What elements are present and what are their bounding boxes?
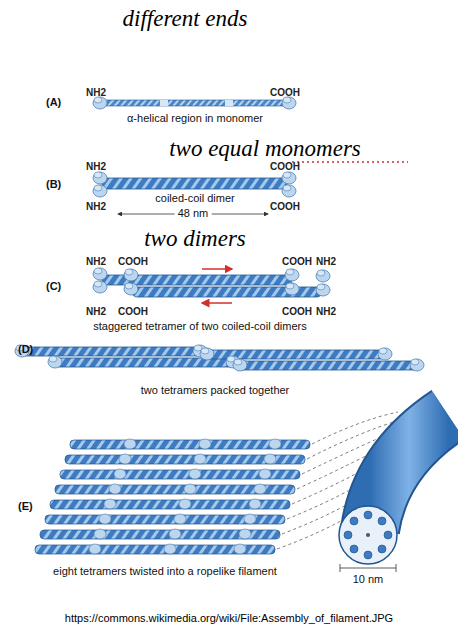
alpha-helix-monomer bbox=[93, 97, 296, 109]
panel-caption: coiled-coil dimer bbox=[155, 192, 234, 205]
terminus-label: NH2 bbox=[86, 86, 106, 99]
filament-bundle bbox=[35, 439, 310, 554]
panel-letter: (D) bbox=[18, 343, 33, 356]
terminus-label: COOH bbox=[282, 305, 312, 318]
panel-caption: eight tetramers twisted into a ropelike … bbox=[53, 565, 277, 578]
two-tetramers bbox=[15, 345, 424, 371]
terminus-label: NH2 bbox=[316, 305, 336, 318]
panel-letter: (C) bbox=[46, 280, 61, 293]
panel-caption: two tetramers packed together bbox=[141, 384, 290, 397]
terminus-label: NH2 bbox=[86, 305, 106, 318]
handwritten-note: two equal monomers bbox=[169, 136, 361, 162]
filament-tube bbox=[339, 415, 448, 564]
terminus-label: COOH bbox=[270, 200, 300, 213]
terminus-label: COOH bbox=[282, 255, 312, 268]
red-dotted-line bbox=[292, 161, 408, 163]
handwritten-note: different ends bbox=[123, 6, 248, 32]
terminus-label: COOH bbox=[270, 86, 300, 99]
panel-caption: α-helical region in monomer bbox=[127, 112, 263, 125]
panel-caption: staggered tetramer of two coiled-coil di… bbox=[93, 320, 306, 333]
terminus-label: NH2 bbox=[86, 255, 106, 268]
panel-letter: (A) bbox=[46, 96, 61, 109]
staggered-tetramer bbox=[93, 268, 330, 297]
terminus-label: NH2 bbox=[316, 255, 336, 268]
source-url: https://commons.wikimedia.org/wiki/File:… bbox=[65, 612, 393, 625]
terminus-label: COOH bbox=[270, 160, 300, 173]
panel-letter: (B) bbox=[46, 178, 61, 191]
dimension-label: 10 nm bbox=[353, 573, 384, 586]
terminus-label: COOH bbox=[118, 305, 148, 318]
direction-arrow bbox=[202, 302, 232, 304]
terminus-label: NH2 bbox=[86, 160, 106, 173]
handwritten-note: two dimers bbox=[144, 226, 246, 252]
direction-arrow bbox=[202, 268, 232, 270]
dimension-label: 48 nm bbox=[175, 207, 212, 220]
terminus-label: NH2 bbox=[86, 200, 106, 213]
dimension-line bbox=[340, 564, 396, 572]
terminus-label: COOH bbox=[118, 255, 148, 268]
panel-letter: (E) bbox=[18, 500, 33, 513]
